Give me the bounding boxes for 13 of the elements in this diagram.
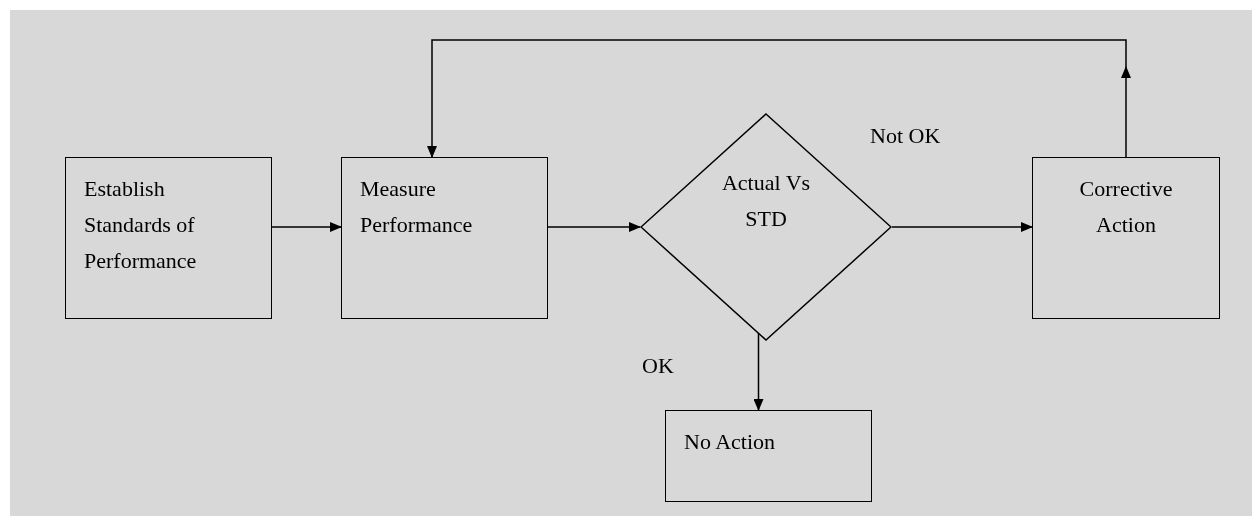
process-box [65,157,272,319]
process-box [665,410,872,502]
node-text: Establish Standards of Performance [84,175,198,275]
arrow [427,39,1131,158]
arrow [891,222,1033,232]
node-text: Actual Vs STD [720,169,812,233]
node-text: No Action [684,428,777,456]
node-text: Measure Performance [360,175,474,239]
node-text: Corrective Action [1078,175,1174,239]
process-box [341,157,548,319]
process-box [1032,157,1220,319]
arrow [547,222,641,232]
arrow [271,222,342,232]
